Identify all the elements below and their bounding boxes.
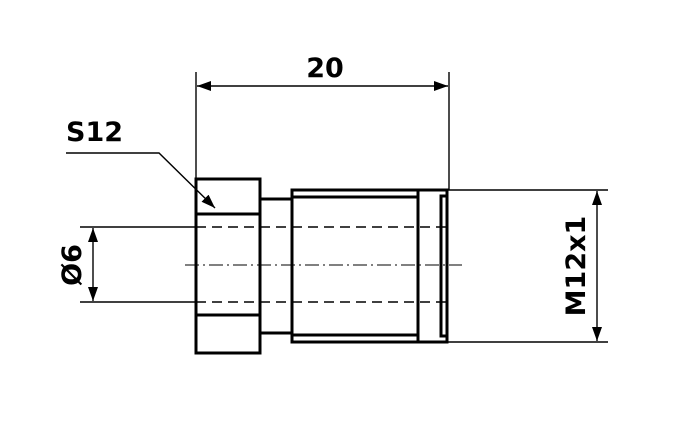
thread-size-label: M12x1 — [561, 216, 592, 317]
hex-head — [194, 177, 262, 355]
neck — [258, 197, 294, 335]
hex-leader: S12 — [66, 117, 216, 209]
threaded-body — [290, 188, 449, 344]
bore-dimension: Ø6 — [57, 226, 196, 303]
length-dimension: 20 — [195, 53, 450, 190]
hex-leader-line — [66, 152, 216, 209]
thread-dimension: M12x1 — [447, 189, 608, 343]
hex-size-label: S12 — [66, 117, 123, 148]
part-outline — [194, 177, 449, 355]
chamfer-end — [439, 194, 449, 338]
bore-diameter-label: Ø6 — [57, 244, 88, 286]
length-label: 20 — [306, 53, 344, 84]
